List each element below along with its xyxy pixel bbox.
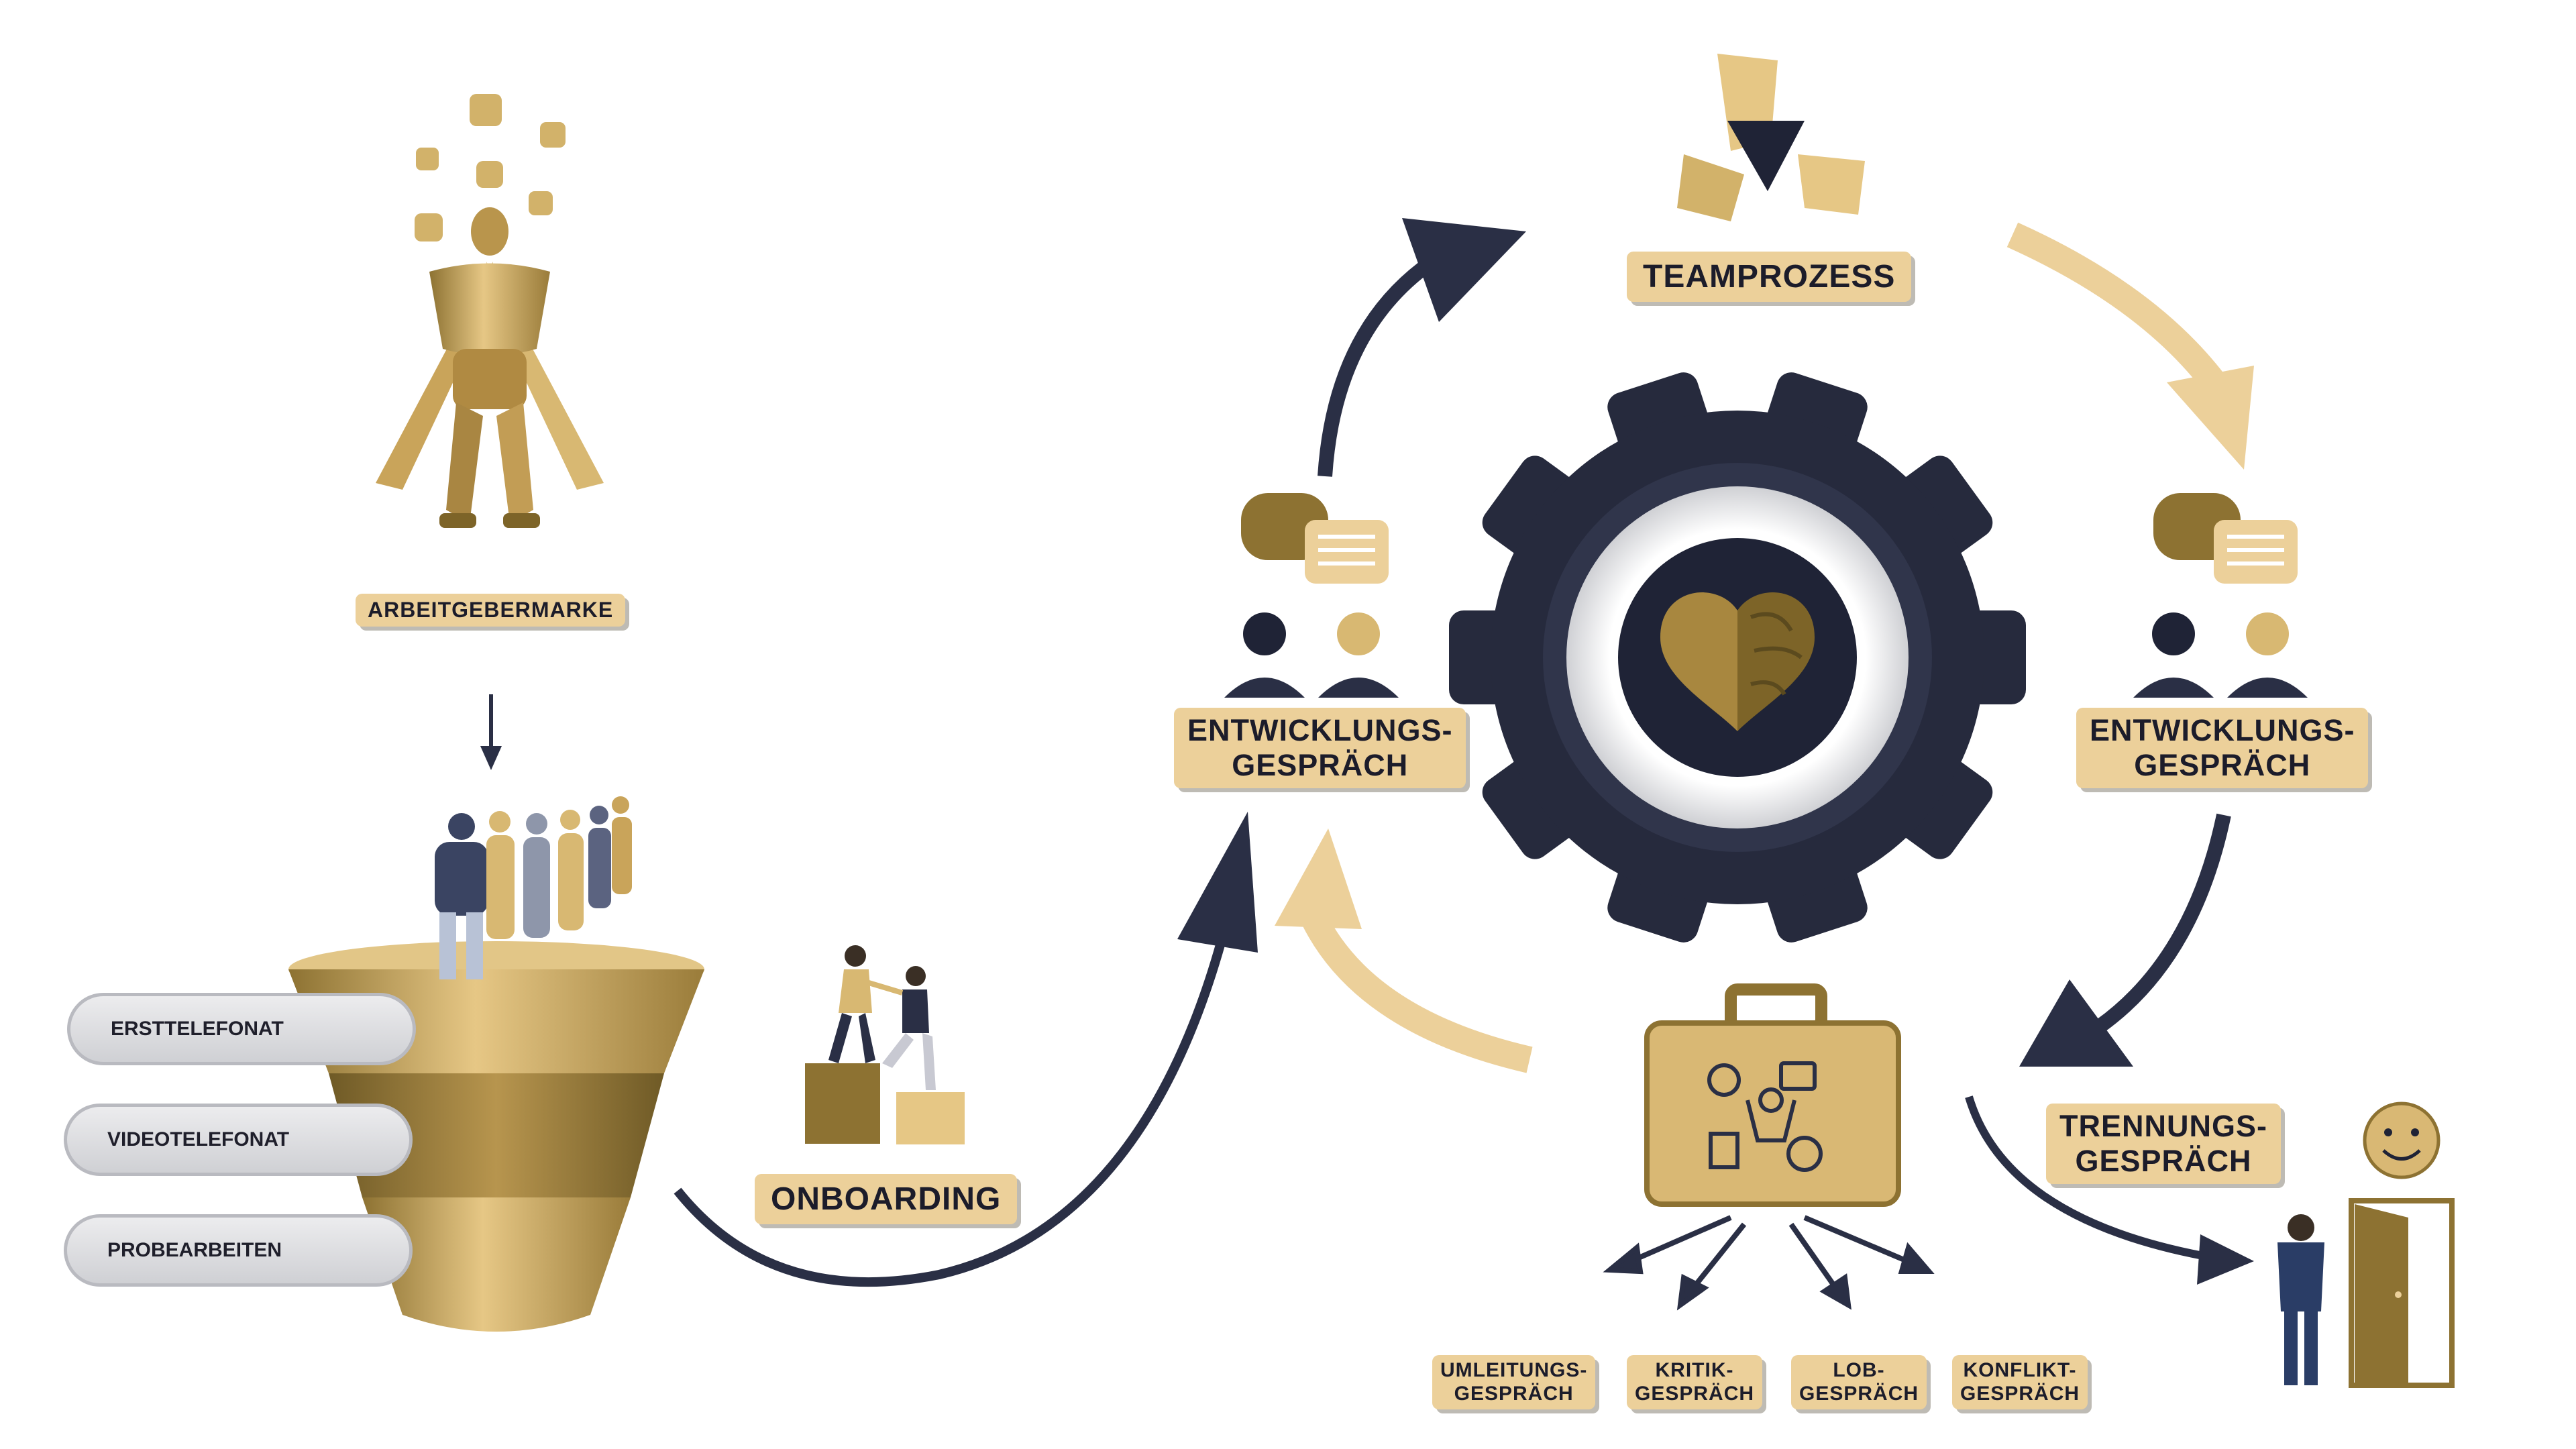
- briefcase-icon: [1644, 983, 1901, 1207]
- label-entwicklung-left: ENTWICKLUNGS- GESPRÄCH: [1174, 708, 1466, 788]
- social-icons: [415, 94, 566, 241]
- man-avatar-icon: [2227, 612, 2308, 698]
- arrow-to-teamprozess: [1318, 218, 1526, 477]
- label-umleitung: UMLEITUNGS- GESPRÄCH: [1432, 1355, 1596, 1409]
- funnel-step-ersttelefonat: ERSTTELEFONAT: [67, 993, 416, 1065]
- linkedin-icon: [415, 213, 443, 241]
- label-konflikt: KONFLIKT- GESPRÄCH: [1952, 1355, 2088, 1409]
- arrow-right-to-trennung: [2019, 813, 2231, 1067]
- entwicklung-left-icons: [1224, 493, 1399, 698]
- entwicklung-right-icons: [2133, 493, 2308, 698]
- arrow-teamprozess-to-right: [2006, 222, 2254, 470]
- funnel-step-probearbeiten: PROBEARBEITEN: [64, 1214, 413, 1287]
- people-queue-icon: [435, 796, 632, 979]
- gear-icon: [1449, 372, 2026, 943]
- arrow-return-gold: [1275, 828, 1533, 1073]
- down-arrow: [480, 694, 502, 770]
- superhero-icon: [376, 207, 604, 528]
- speech-bubbles-icon: [2153, 493, 2298, 584]
- man-avatar-icon: [1318, 612, 1399, 698]
- teamwork-hands-icon: [1677, 54, 1865, 221]
- label-kritik: KRITIK- GESPRÄCH: [1627, 1355, 1763, 1409]
- label-entwicklung-right: ENTWICKLUNGS- GESPRÄCH: [2076, 708, 2369, 788]
- woman-avatar-icon: [2133, 612, 2214, 698]
- tiktok-icon: [416, 148, 439, 170]
- fanout-arrows: [1603, 1215, 1935, 1311]
- arrow-onboarding-to-entwicklung: [674, 812, 1258, 1287]
- arrow-to-door: [1965, 1095, 2254, 1285]
- label-arbeitgebermarke: ARBEITGEBERMARKE: [356, 594, 626, 627]
- heart-brain-icon: [1660, 592, 1815, 731]
- facebook-icon: [529, 191, 553, 215]
- climbing-help-icon: [805, 945, 965, 1144]
- businessman-icon: [2277, 1214, 2324, 1385]
- label-lob: LOB- GESPRÄCH: [1791, 1355, 1927, 1409]
- funnel-step-videotelefonat: VIDEOTELEFONAT: [64, 1104, 413, 1176]
- label-onboarding: ONBOARDING: [755, 1174, 1018, 1225]
- label-teamprozess: TEAMPROZESS: [1627, 252, 1912, 303]
- whatsapp-icon: [540, 122, 566, 148]
- smiley-icon: [2363, 1102, 2440, 1179]
- woman-avatar-icon: [1224, 612, 1305, 698]
- label-trennung: TRENNUNGS- GESPRÄCH: [2046, 1104, 2281, 1184]
- instagram-icon: [476, 161, 503, 188]
- door-icon: [2349, 1198, 2455, 1388]
- speech-bubbles-icon: [1241, 493, 1389, 584]
